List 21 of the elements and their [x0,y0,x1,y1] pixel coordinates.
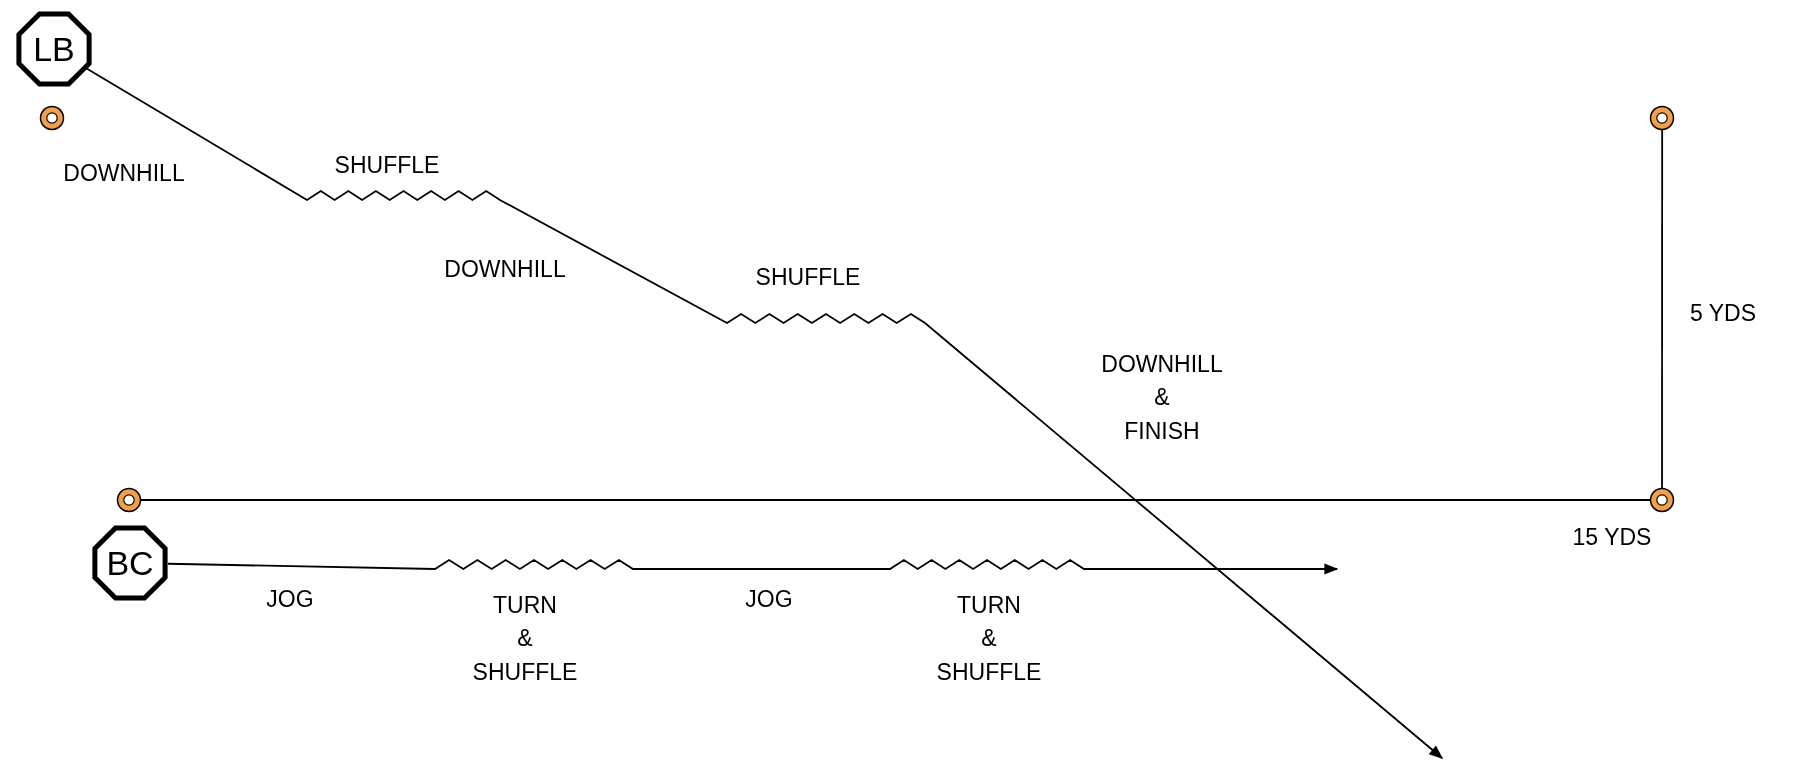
segment-label: JOG [266,585,314,615]
segment-label: DOWNHILL [63,159,185,189]
segment-label: JOG [745,585,793,615]
cone-marker [1649,487,1675,513]
distance-label: 5 YDS [1689,299,1757,329]
player-marker [13,8,95,90]
distance-label: 15 YDS [1572,523,1652,553]
segment-label: TURN & SHUFFLE [935,591,1043,687]
segment-label: DOWNHILL & FINISH [1100,350,1224,446]
cone-marker [1649,105,1675,131]
segment-label: SHUFFLE [755,263,861,293]
segment-label: SHUFFLE [334,151,440,181]
path-arrow [167,558,1339,575]
player-label: BC [106,543,154,583]
segment-label: TURN & SHUFFLE [471,591,579,687]
player-marker [89,522,171,604]
cone-marker [116,487,142,513]
path-arrow [85,67,1444,759]
segment-label: DOWNHILL [444,255,566,285]
player-label: LB [33,29,75,69]
cone-marker [39,105,65,131]
